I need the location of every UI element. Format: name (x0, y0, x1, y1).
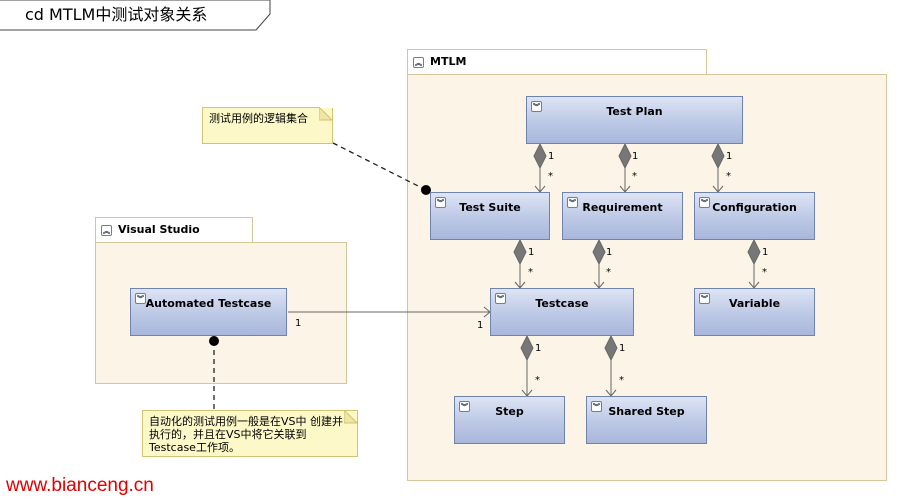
class-automated-testcase-label: Automated Testcase (145, 297, 272, 310)
class-variable-label: Variable (728, 297, 781, 310)
mult-req-testcase-one: 1 (606, 247, 613, 258)
package-mtlm-tab[interactable]: ︽ MTLM (407, 49, 707, 75)
mult-testcase-shared-many: * (619, 375, 624, 386)
class-requirement-label: Requirement (582, 201, 663, 214)
class-configuration-label: Configuration (712, 201, 797, 214)
class-variable[interactable]: ︾ Variable (694, 288, 815, 336)
package-mtlm-label: MTLM (430, 55, 467, 68)
class-step[interactable]: ︾ Step (454, 396, 565, 444)
mult-plan-config-many: * (726, 171, 731, 182)
collapse-icon[interactable]: ︾ (699, 197, 710, 208)
mult-plan-suite-many: * (548, 171, 553, 182)
mult-plan-config-one: 1 (726, 151, 733, 162)
class-automated-testcase[interactable]: ︾ Automated Testcase (130, 288, 287, 336)
mult-plan-req-one: 1 (632, 151, 639, 162)
class-testcase-label: Testcase (535, 297, 589, 310)
class-test-suite[interactable]: ︾ Test Suite (430, 192, 550, 240)
collapse-icon[interactable]: ︾ (495, 293, 506, 304)
class-shared-step-label: Shared Step (608, 405, 685, 418)
package-visual-studio-label: Visual Studio (118, 223, 200, 236)
mult-config-variable-one: 1 (762, 247, 769, 258)
class-step-label: Step (495, 405, 524, 418)
class-test-plan-label: Test Plan (606, 105, 663, 118)
collapse-icon[interactable]: ︾ (531, 101, 542, 112)
mult-plan-req-many: * (632, 171, 637, 182)
collapse-icon[interactable]: ︾ (459, 401, 470, 412)
collapse-icon[interactable]: ︾ (591, 401, 602, 412)
class-test-plan[interactable]: ︾ Test Plan (526, 96, 743, 144)
note-automated-testcase[interactable]: 自动化的测试用例一般是在VS中 创建并执行的，并且在VS中将它关联到Testca… (142, 410, 358, 457)
package-visual-studio-tab[interactable]: ︽ Visual Studio (95, 217, 253, 243)
note-test-suite[interactable]: 测试用例的逻辑集合 (202, 107, 333, 144)
diagram-title: cd MTLM中测试对象关系 (25, 5, 208, 24)
mult-suite-testcase-many: * (528, 267, 533, 278)
mult-req-testcase-many: * (606, 267, 611, 278)
collapse-icon[interactable]: ︽ (413, 57, 424, 68)
collapse-icon[interactable]: ︾ (135, 293, 146, 304)
note-test-suite-text: 测试用例的逻辑集合 (209, 112, 308, 125)
mult-testcase-in-one: 1 (477, 320, 484, 331)
note-fold-icon (344, 410, 358, 424)
mult-automated-one: 1 (295, 318, 302, 329)
mult-plan-suite-one: 1 (548, 151, 555, 162)
collapse-icon[interactable]: ︾ (567, 197, 578, 208)
note-fold-icon (319, 107, 333, 121)
class-shared-step[interactable]: ︾ Shared Step (586, 396, 707, 444)
collapse-icon[interactable]: ︽ (101, 225, 112, 236)
mult-suite-testcase-one: 1 (528, 247, 535, 258)
mult-testcase-step-many: * (535, 375, 540, 386)
mult-testcase-shared-one: 1 (619, 343, 626, 354)
class-testcase[interactable]: ︾ Testcase (490, 288, 634, 336)
class-configuration[interactable]: ︾ Configuration (694, 192, 815, 240)
class-requirement[interactable]: ︾ Requirement (562, 192, 683, 240)
mult-testcase-step-one: 1 (535, 343, 542, 354)
class-test-suite-label: Test Suite (459, 201, 521, 214)
collapse-icon[interactable]: ︾ (435, 197, 446, 208)
collapse-icon[interactable]: ︾ (699, 293, 710, 304)
mult-config-variable-many: * (762, 267, 767, 278)
watermark: www.bianceng.cn (6, 475, 154, 496)
note-automated-text: 自动化的测试用例一般是在VS中 创建并执行的，并且在VS中将它关联到Testca… (149, 415, 344, 454)
